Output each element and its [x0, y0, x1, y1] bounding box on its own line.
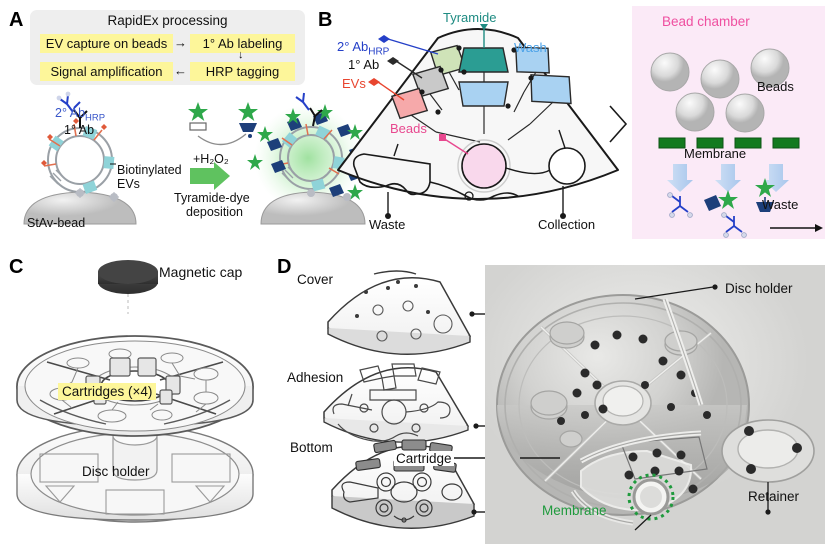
panel-letter-c: C: [9, 256, 24, 278]
flow-arrow-down: ↓: [238, 49, 244, 61]
flow-arrow-right: →: [174, 35, 187, 50]
layer-label-bottom: Bottom: [290, 440, 333, 455]
label-stav-bead: StAv-bead: [27, 216, 86, 230]
label-beads-chamber: Beads: [757, 79, 794, 94]
label-secondary-antibody-b: 2° AbHRP: [337, 39, 389, 58]
secondary-ab-sub: HRP: [85, 112, 106, 124]
panel-letter-a: A: [9, 9, 24, 31]
label-biotinylated: Biotinylated: [117, 163, 182, 177]
label-collection: Collection: [538, 217, 596, 232]
label-evs-b: EVs: [342, 76, 366, 91]
label-tyramide-dye: Tyramide-dye: [174, 191, 250, 205]
flow-step-ev-capture: EV capture on beads: [40, 34, 173, 53]
secondary-ab-text: 2° Ab: [55, 106, 86, 120]
secondary-ab-sub-b: HRP: [368, 46, 390, 58]
label-cartridges: Cartridges (×4): [58, 383, 157, 400]
panel-letter-d: D: [277, 256, 292, 278]
layer-label-cover: Cover: [297, 272, 334, 287]
device-photograph: [485, 265, 825, 544]
label-membrane-chamber: Membrane: [684, 146, 747, 161]
layer-label-adhesion: Adhesion: [287, 370, 344, 385]
label-primary-antibody-a: 1° Ab: [64, 123, 95, 137]
flow-step-primary-ab: 1° Ab labeling: [190, 34, 295, 53]
label-membrane-d: Membrane: [542, 503, 607, 518]
photo-content: [485, 265, 825, 544]
label-retainer: Retainer: [748, 489, 800, 504]
flow-arrow-left: ←: [174, 63, 187, 78]
label-wash: Wash: [514, 40, 547, 55]
panel-d-exploded-layers: [323, 270, 504, 529]
label-hydrogen-peroxide: +H₂O₂: [193, 152, 229, 166]
label-disc-holder-c: Disc holder: [82, 464, 150, 479]
panel-b-cartridge-schematic: [337, 24, 619, 219]
label-evs-a: EVs: [117, 177, 140, 191]
label-secondary-antibody-a: 2° AbHRP: [55, 106, 105, 124]
flow-step-signal-amplification: Signal amplification: [40, 62, 173, 81]
label-deposition: deposition: [186, 205, 243, 219]
label-magnetic-cap: Magnetic cap: [159, 264, 243, 280]
bead-chamber-title: Bead chamber: [662, 14, 750, 29]
panel-letter-b: B: [318, 9, 333, 31]
label-tyramide-b: Tyramide: [443, 10, 497, 25]
label-disc-holder-d: Disc holder: [725, 281, 793, 296]
flow-step-hrp-tagging: HRP tagging: [190, 62, 295, 81]
label-primary-antibody-b: 1° Ab: [348, 57, 380, 72]
label-cartridge-d: Cartridge: [394, 451, 454, 466]
secondary-ab-text-b: 2° Ab: [337, 39, 369, 54]
label-waste-b: Waste: [369, 217, 406, 232]
panel-a-flow-title: RapidEx processing: [107, 13, 228, 28]
label-waste-chamber: Waste: [762, 197, 799, 212]
bead-chamber-schematic: [609, 48, 823, 238]
panel-a-schematic: [23, 91, 371, 225]
label-beads-b: Beads: [390, 121, 427, 136]
